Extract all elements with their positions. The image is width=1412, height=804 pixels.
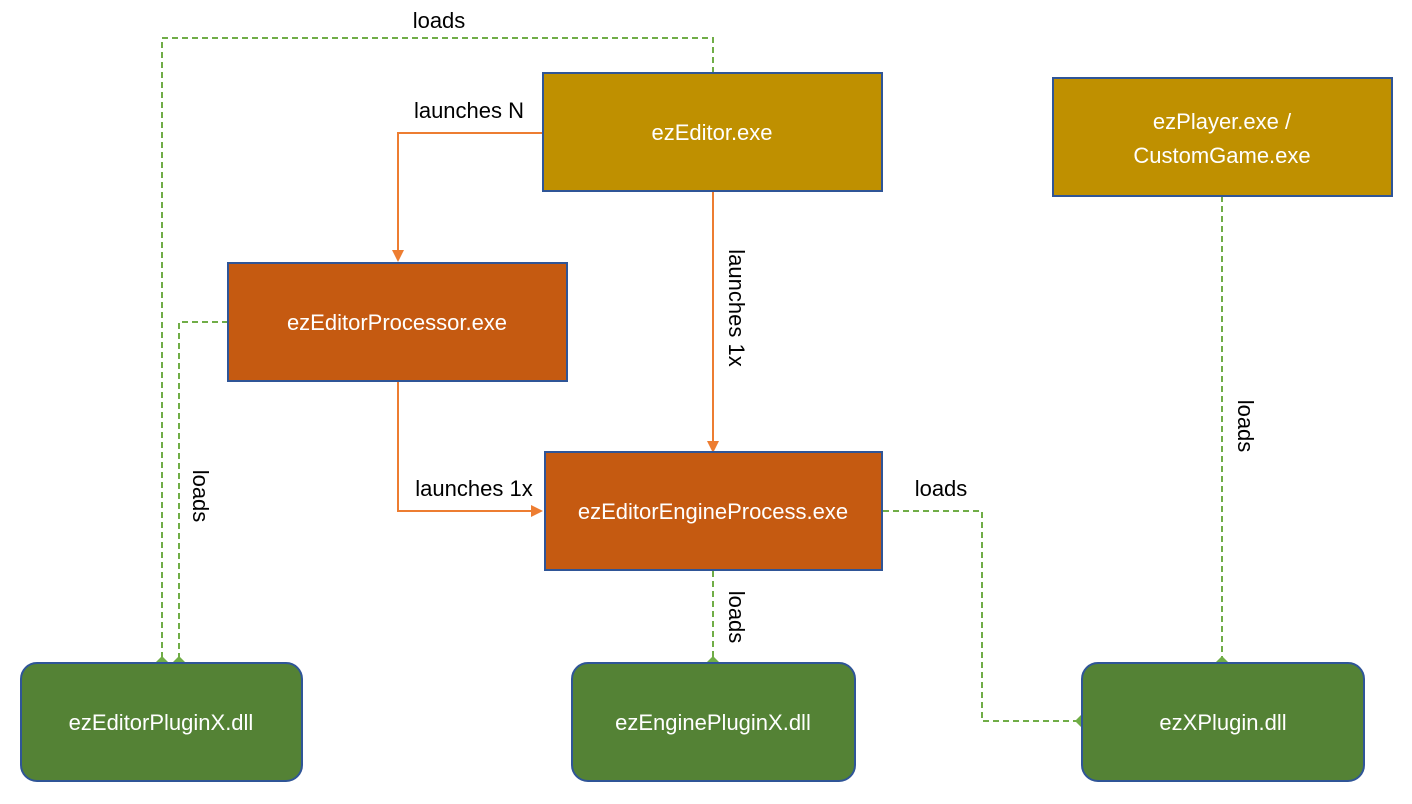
node-label-line-2: CustomGame.exe: [1133, 143, 1310, 168]
node-label-line-1: ezPlayer.exe /: [1153, 109, 1292, 134]
label-engine-loads-engine-plugin: loads: [724, 591, 749, 644]
node-ezeditor: ezEditor.exe: [542, 72, 883, 192]
node-label: ezXPlugin.dll: [1159, 710, 1286, 735]
node-label: ezEnginePluginX.dll: [615, 710, 811, 735]
label-processor-launches-engine: launches 1x: [415, 476, 532, 501]
node-ezeditorengineprocess: ezEditorEngineProcess.exe: [544, 451, 883, 571]
label-processor-loads-editor-plugin: loads: [188, 470, 213, 523]
edge-labels: loads launches N launches 1x launches 1x…: [188, 8, 1258, 643]
edge-engine-loads-x-plugin: [883, 510, 1087, 727]
edge-editor-launches-processor: [392, 132, 543, 262]
edges: [156, 37, 1228, 727]
node-ezeditorprocessor: ezEditorProcessor.exe: [227, 262, 568, 382]
label-editor-launches-processor: launches N: [414, 98, 524, 123]
label-editor-launches-engine: launches 1x: [724, 249, 749, 366]
edge-processor-loads-editor-plugin: [173, 321, 228, 668]
node-ezeditorpluginx: ezEditorPluginX.dll: [20, 662, 303, 782]
node-label: ezEditor.exe: [651, 120, 772, 145]
edge-processor-launches-engine: [397, 382, 543, 517]
node-ezenginepluginx: ezEnginePluginX.dll: [571, 662, 856, 782]
node-ezplayer: ezPlayer.exe / CustomGame.exe: [1052, 77, 1393, 197]
label-player-loads-x-plugin: loads: [1233, 400, 1258, 453]
label-editor-loads-editor-plugin: loads: [413, 8, 466, 33]
label-engine-loads-x-plugin: loads: [915, 476, 968, 501]
node-label: ezEditorProcessor.exe: [287, 310, 507, 335]
node-label: ezEditorPluginX.dll: [69, 710, 254, 735]
edge-editor-loads-editor-plugin: [156, 37, 714, 668]
node-label: ezEditorEngineProcess.exe: [578, 499, 848, 524]
node-ezxplugin: ezXPlugin.dll: [1081, 662, 1365, 782]
